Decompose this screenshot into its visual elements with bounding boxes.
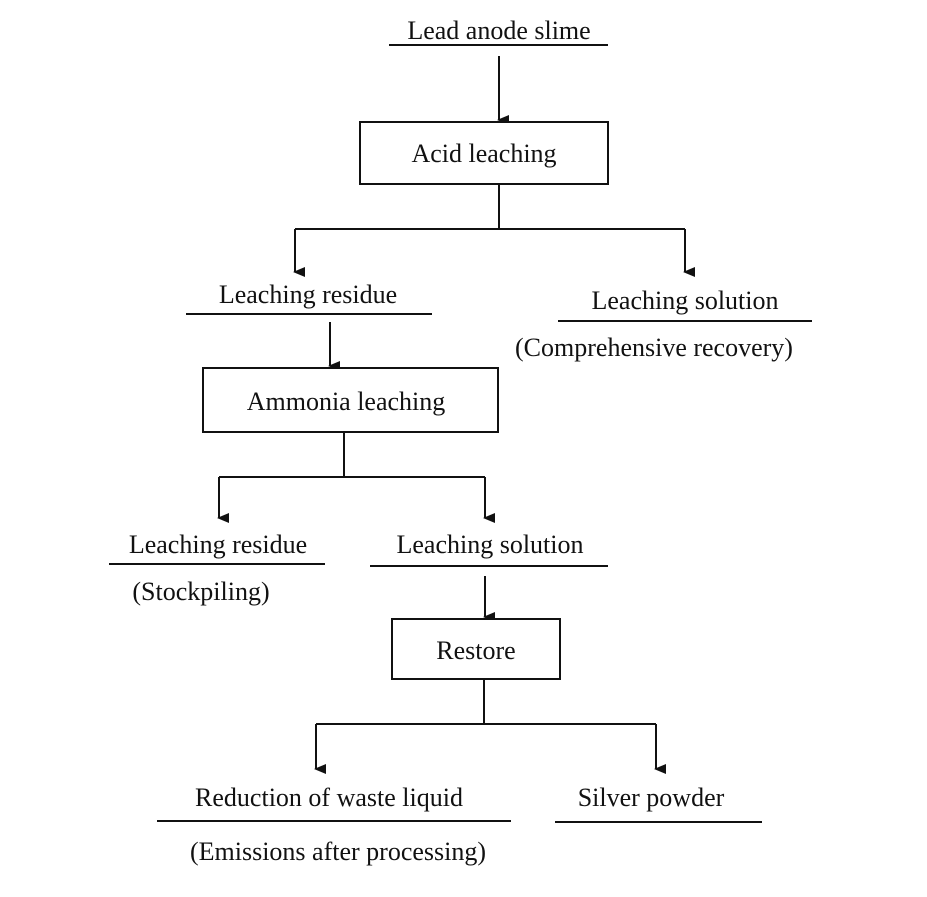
node-silver-powder: Silver powder — [578, 783, 725, 812]
node-leaching-residue-1: Leaching residue — [219, 280, 397, 309]
note-stockpiling: (Stockpiling) — [132, 577, 269, 606]
node-lead-anode-slime: Lead anode slime — [407, 16, 590, 45]
node-reduction-waste-liquid: Reduction of waste liquid — [195, 783, 463, 812]
node-leaching-solution-1: Leaching solution — [591, 286, 778, 315]
node-leaching-solution-2: Leaching solution — [396, 530, 583, 559]
box-acid-leaching — [359, 121, 609, 185]
note-comprehensive-recovery: (Comprehensive recovery) — [515, 333, 793, 362]
node-restore: Restore — [436, 636, 515, 665]
node-leaching-residue-2: Leaching residue — [129, 530, 307, 559]
note-emissions-after-processing: (Emissions after processing) — [190, 837, 486, 866]
box-restore — [391, 618, 561, 680]
box-ammonia-leaching — [202, 367, 499, 433]
node-ammonia-leaching: Ammonia leaching — [247, 387, 446, 416]
node-acid-leaching: Acid leaching — [411, 139, 556, 168]
